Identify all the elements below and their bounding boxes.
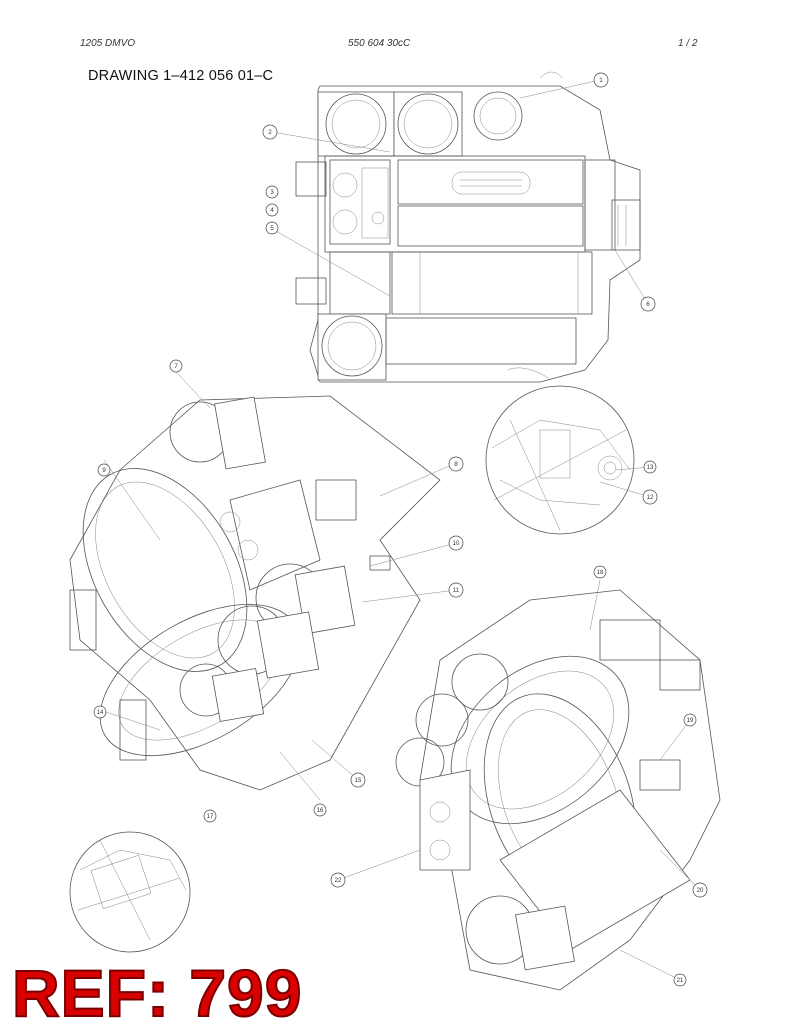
- plan-view: [295, 71, 641, 383]
- callout-4: 4: [265, 203, 279, 217]
- reference-stamp: REF: 799: [11, 956, 303, 1030]
- svg-text:1: 1: [599, 78, 603, 84]
- svg-text:13: 13: [647, 465, 654, 471]
- drawing-title: DRAWING 1–412 056 01–C: [88, 68, 274, 84]
- callout-9: 9: [97, 463, 111, 477]
- callout-13: 13: [643, 460, 657, 474]
- svg-text:10: 10: [453, 541, 460, 547]
- svg-text:9: 9: [102, 468, 106, 474]
- svg-text:7: 7: [174, 364, 178, 370]
- callout-7: 7: [169, 359, 183, 373]
- callout-18: 18: [593, 565, 607, 579]
- callout-12: 12: [642, 489, 658, 505]
- svg-text:17: 17: [207, 814, 214, 820]
- callout-14: 14: [93, 705, 107, 719]
- leader-lines: [99, 79, 701, 981]
- svg-text:14: 14: [97, 710, 104, 716]
- callout-8: 8: [448, 456, 464, 472]
- callout-20: 20: [692, 882, 708, 898]
- callout-16: 16: [313, 803, 327, 817]
- callout-6: 6: [640, 296, 656, 312]
- svg-text:3: 3: [270, 190, 274, 196]
- svg-text:20: 20: [697, 888, 704, 894]
- svg-text:4: 4: [270, 208, 274, 214]
- header-doc-code: 1205 DMVO: [80, 38, 136, 49]
- svg-text:16: 16: [317, 808, 324, 814]
- callout-2: 2: [262, 124, 278, 140]
- callout-15: 15: [350, 772, 366, 788]
- callout-1: 1: [593, 72, 609, 88]
- isometric-view-right: [395, 589, 721, 991]
- svg-text:12: 12: [647, 495, 654, 501]
- detail-view-left: [69, 831, 191, 953]
- svg-text:6: 6: [646, 302, 650, 308]
- svg-text:15: 15: [355, 778, 362, 784]
- svg-text:19: 19: [687, 718, 694, 724]
- isometric-view-left: [69, 395, 441, 791]
- svg-text:5: 5: [270, 226, 274, 232]
- svg-text:21: 21: [677, 978, 684, 984]
- callout-3: 3: [265, 185, 279, 199]
- callout-22: 22: [330, 872, 346, 888]
- svg-text:22: 22: [335, 878, 342, 884]
- header-page-number: 1 / 2: [678, 38, 698, 49]
- svg-text:8: 8: [454, 462, 458, 468]
- callout-19: 19: [683, 713, 697, 727]
- svg-text:11: 11: [453, 588, 460, 594]
- svg-text:2: 2: [268, 130, 272, 136]
- callout-17: 17: [203, 809, 217, 823]
- callout-10: 10: [448, 535, 464, 551]
- callout-5: 5: [265, 221, 279, 235]
- detail-view-right: [485, 385, 635, 535]
- callout-11: 11: [448, 582, 464, 598]
- header-part-number: 550 604 30cC: [348, 38, 411, 49]
- callout-21: 21: [673, 973, 687, 987]
- svg-text:18: 18: [597, 570, 604, 576]
